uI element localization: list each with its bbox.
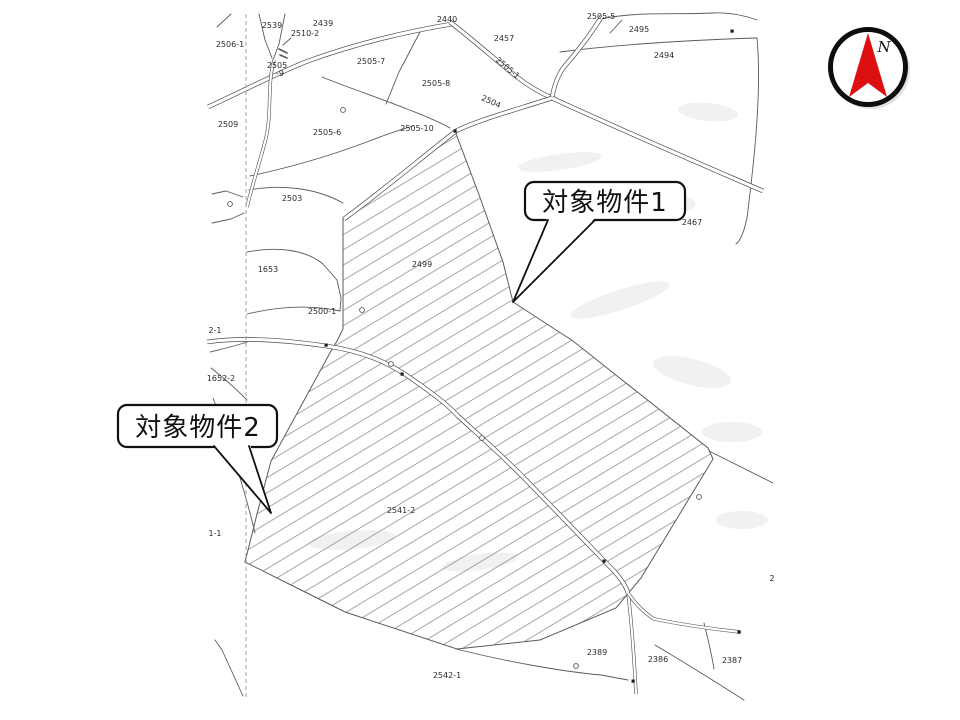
parcel-label: 2541-2 bbox=[387, 506, 415, 515]
parcel-label: 2495 bbox=[629, 25, 649, 34]
parcel-label: 2439 bbox=[313, 19, 333, 28]
parcel-label: -9 bbox=[276, 69, 284, 78]
parcel-label: 2494 bbox=[654, 51, 674, 60]
parcel-label: 1653 bbox=[258, 265, 278, 274]
parcel-boundaries bbox=[209, 12, 774, 701]
compass-north-label: N bbox=[876, 38, 891, 56]
parcel-label: 2506-1 bbox=[216, 40, 244, 49]
callout-property-1-text: 対象物件1 bbox=[542, 188, 668, 218]
parcel-label: 2499 bbox=[412, 260, 432, 269]
callout-box bbox=[116, 403, 279, 449]
parcel-label: 1652-2 bbox=[207, 374, 235, 383]
parcel-label: 2505 bbox=[267, 61, 287, 70]
survey-markers bbox=[227, 29, 741, 683]
parcel-label: 2457 bbox=[494, 34, 514, 43]
parcel-label: 2510-2 bbox=[291, 29, 319, 38]
parcel-label: 2539 bbox=[262, 21, 282, 30]
parcel-label: 2-1 bbox=[208, 326, 221, 335]
parcel-label: 2 bbox=[769, 574, 774, 583]
parcel-label: 2386 bbox=[648, 655, 668, 664]
parcel-label: 1-1 bbox=[208, 529, 221, 538]
parcel-label: 2509 bbox=[218, 120, 238, 129]
parcel-label: 2505-5 bbox=[587, 12, 615, 21]
parcel-label: 2504 bbox=[480, 93, 502, 110]
callout-box bbox=[523, 180, 687, 222]
parcel-label: 2505-6 bbox=[313, 128, 341, 137]
parcel-label: 2505-8 bbox=[422, 79, 450, 88]
parcel-label: 2467 bbox=[682, 218, 702, 227]
parcel-label: 2542-1 bbox=[433, 671, 461, 680]
north-compass-icon: N bbox=[828, 27, 910, 109]
parcel-label: 2505-7 bbox=[357, 57, 385, 66]
callout-property-2-text: 対象物件2 bbox=[135, 413, 261, 443]
parcel-label: 2389 bbox=[587, 648, 607, 657]
callout-property-1: 対象物件1 bbox=[512, 180, 687, 303]
parcel-label: 2505-10 bbox=[400, 124, 433, 133]
parcel-label: 2505-1 bbox=[494, 56, 521, 81]
parcel-label: 2500-1 bbox=[308, 307, 336, 316]
parcel-label: 2503 bbox=[282, 194, 302, 203]
parcel-label: 2440 bbox=[437, 15, 457, 24]
compass-needle bbox=[849, 33, 887, 97]
parcel-label: 2387 bbox=[722, 656, 742, 665]
callout-property-2: 対象物件2 bbox=[116, 403, 279, 514]
